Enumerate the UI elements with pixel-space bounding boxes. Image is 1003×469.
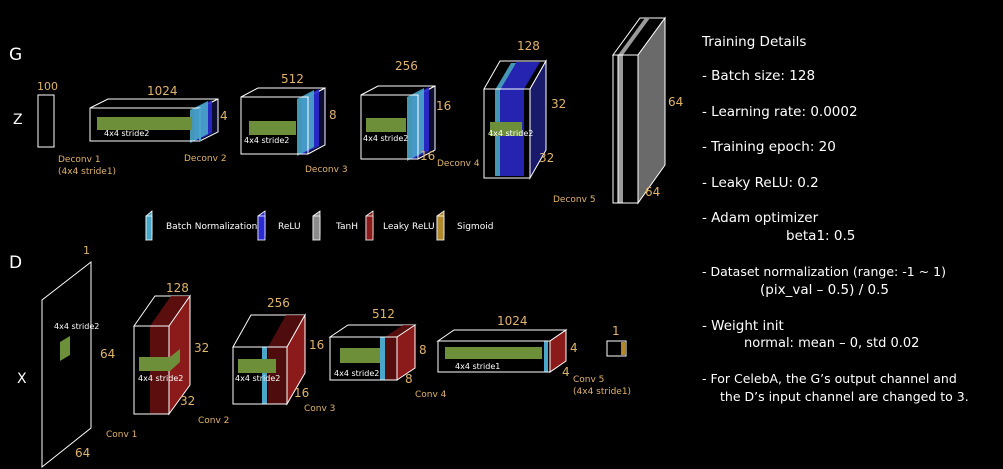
conv1-kernel: 4x4 stride2 [138,374,183,383]
svg-text:Leaky ReLU: Leaky ReLU [383,222,435,232]
detail-normalization-formula: (pix_val – 0.5) / 0.5 [760,282,890,298]
x-input-kernel: 4x4 stride2 [54,322,99,331]
deconv4-name: Deconv 4 [437,159,480,169]
training-details-title: Training Details [702,34,807,50]
conv2-volume [232,313,306,406]
conv3-name: Conv 3 [304,404,335,414]
deconv2-name: Deconv 2 [184,154,227,164]
detail-training-epoch: - Training epoch: 20 [702,139,836,155]
deconv1-channels: 1024 [147,84,178,98]
deconv4-size: 32 [551,97,566,111]
conv3-size: 8 [419,343,427,357]
legend-batch-normalization: Batch Normalization [145,210,257,241]
detail-celeba-note-cont: the D’s input channel are changed to 3. [720,389,969,404]
z-input-label: Z [13,112,23,128]
svg-text:ReLU: ReLU [278,222,301,232]
deconv1-size: 4 [220,109,228,123]
z-input-vector [37,94,55,148]
deconv3-size: 16 [436,99,451,113]
discriminator-label: D [9,253,22,273]
legend-leaky-relu: Leaky ReLU [365,210,435,241]
detail-weight-init: - Weight init [702,318,784,334]
generator-label: G [9,45,22,65]
detail-celeba-note: - For CelebA, the G’s output channel and [702,371,957,386]
conv5-name: Conv 5 [573,375,604,385]
conv5-channels: 1 [612,324,620,338]
deconv3-kernel: 4x4 stride2 [363,134,408,143]
conv3-size-bottom: 8 [405,372,413,386]
deconv4-kernel: 4x4 stride2 [488,129,533,138]
x-input-volume [41,260,92,469]
detail-dataset-normalization: - Dataset normalization (range: -1 ~ 1) [702,264,946,279]
svg-text:Sigmoid: Sigmoid [457,222,493,232]
conv1-volume [133,294,191,416]
deconv5-size-bottom: 64 [645,185,660,199]
deconv1-volume [89,98,219,143]
x-input-label: X [17,371,27,387]
conv1-name: Conv 1 [106,430,137,440]
conv2-size-bottom: 16 [294,386,309,400]
conv5-note: (4x4 stride1) [573,387,631,397]
conv4-channels: 1024 [497,314,528,328]
detail-learning-rate: - Learning rate: 0.0002 [702,104,858,120]
conv2-name: Conv 2 [198,416,229,426]
deconv4-channels: 128 [517,39,540,53]
detail-adam-optimizer: - Adam optimizer [702,210,819,226]
x-input-channels: 1 [83,244,90,257]
legend-relu: ReLU [257,210,301,241]
deconv4-volume [483,59,547,180]
legend-tanh: TanH [312,210,358,241]
conv1-size: 32 [194,341,209,355]
deconv5-size: 64 [668,95,683,109]
deconv5-volume [612,16,666,205]
deconv1-note: (4x4 stride1) [58,167,116,177]
z-input-size: 100 [37,80,58,93]
detail-leaky-relu: - Leaky ReLU: 0.2 [702,175,819,191]
legend: Batch Normalization ReLU TanH Leaky ReLU… [145,210,493,241]
svg-text:Batch Normalization: Batch Normalization [166,222,257,232]
deconv2-channels: 512 [281,72,304,86]
deconv3-channels: 256 [395,59,418,73]
deconv3-size-bottom: 16 [420,149,435,163]
conv2-size: 16 [309,338,324,352]
conv4-name: Conv 4 [415,390,447,400]
conv5-volume [606,340,627,357]
deconv3-name: Deconv 3 [305,165,348,175]
conv2-channels: 256 [267,296,290,310]
conv4-size-bottom: 4 [562,365,570,379]
deconv2-volume [240,87,326,156]
conv3-kernel: 4x4 stride2 [334,369,379,378]
legend-sigmoid: Sigmoid [436,210,493,241]
x-input-size: 64 [100,347,115,361]
deconv1-kernel: 4x4 stride2 [104,129,149,138]
deconv3-volume [360,85,436,161]
conv4-volume [436,329,568,373]
deconv2-kernel: 4x4 stride2 [244,136,289,145]
conv2-kernel: 4x4 stride2 [235,374,280,383]
detail-batch-size: - Batch size: 128 [702,68,816,84]
conv3-channels: 512 [372,307,395,321]
detail-weight-init-params: normal: mean – 0, std 0.02 [744,336,920,351]
conv3-volume [328,324,417,381]
deconv5-name: Deconv 5 [553,195,596,205]
x-input-size-bottom: 64 [75,446,90,460]
conv1-size-bottom: 32 [180,394,195,408]
deconv1-name: Deconv 1 [58,155,101,165]
deconv2-size: 8 [329,108,337,122]
detail-adam-beta1: beta1: 0.5 [786,228,856,244]
conv4-size: 4 [570,341,578,355]
svg-text:TanH: TanH [335,222,358,232]
conv4-kernel: 4x4 stride1 [455,362,500,371]
deconv4-size-bottom: 32 [539,151,554,165]
conv1-channels: 128 [166,281,189,295]
